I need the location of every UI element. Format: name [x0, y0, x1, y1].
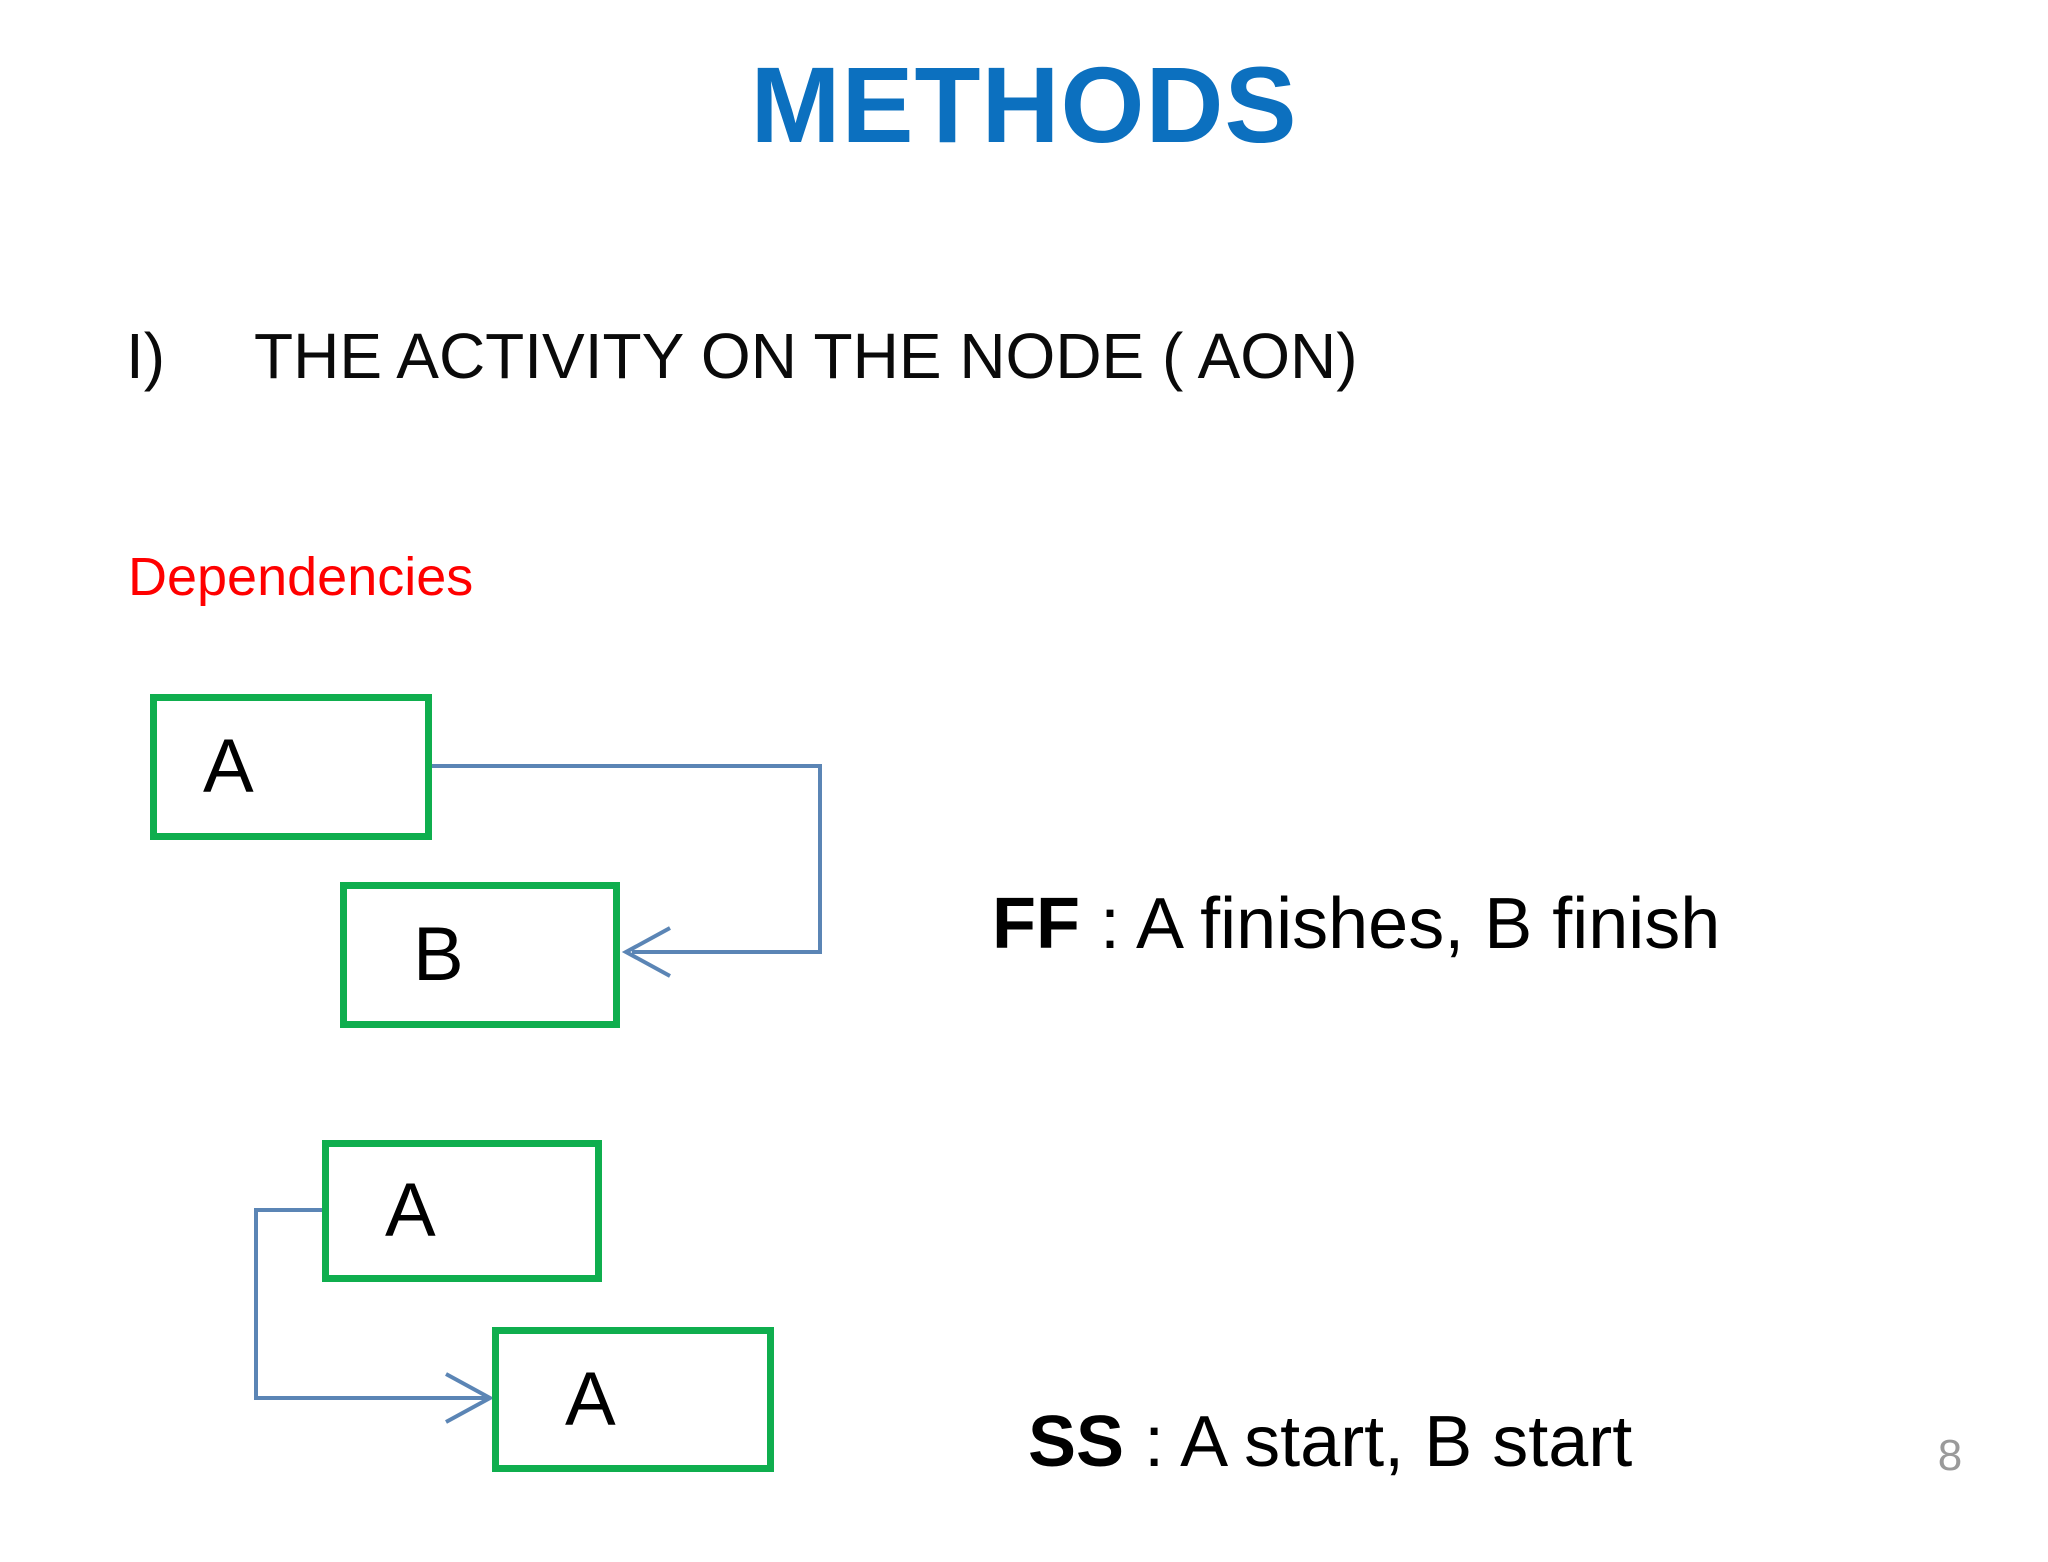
heading-text: THE ACTIVITY ON THE NODE ( AON)	[254, 320, 1358, 392]
node-label: A	[565, 1356, 616, 1442]
node-box-ss-a[interactable]: A	[322, 1140, 602, 1282]
relation-text-ss: : A start, B start	[1124, 1402, 1633, 1483]
node-box-ff-b[interactable]: B	[340, 882, 620, 1028]
heading-marker: I)	[126, 320, 166, 392]
node-box-ff-a[interactable]: A	[150, 694, 432, 840]
page-title: METHODS	[750, 44, 1298, 165]
node-label: A	[203, 724, 254, 809]
relation-text-ff: : A finishes, B finish	[1079, 884, 1721, 965]
relation-code-ff: FF	[992, 884, 1080, 965]
relation-code-ss: SS	[1028, 1402, 1125, 1483]
node-label: B	[413, 912, 464, 997]
section-label-dependencies: Dependencies	[128, 547, 474, 607]
relation-caption-ff: FF : A finishes, B finish	[912, 806, 1720, 1044]
page-number: 8	[1937, 1431, 1963, 1480]
node-label: A	[385, 1168, 436, 1253]
heading-row: I) THE ACTIVITY ON THE NODE ( AON)	[126, 320, 1358, 392]
node-box-ss-b[interactable]: A	[492, 1327, 774, 1472]
relation-caption-ss: SS : A start, B start	[948, 1324, 1632, 1562]
